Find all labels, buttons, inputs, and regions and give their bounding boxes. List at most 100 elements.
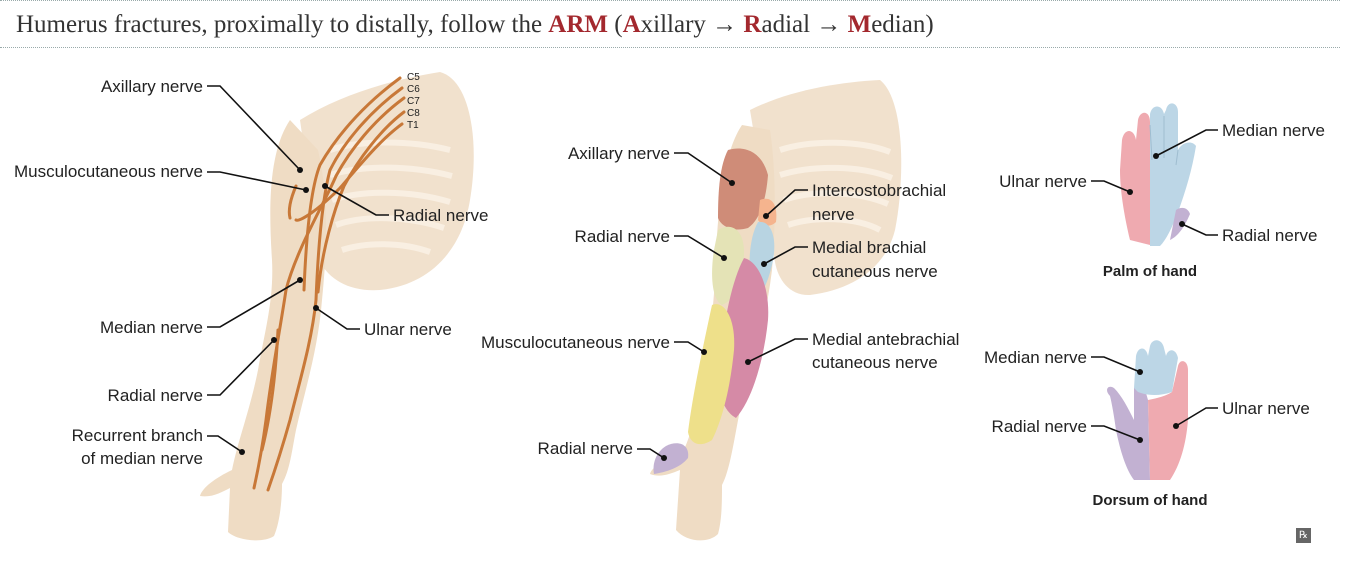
p2-axillary-label: Axillary nerve	[568, 144, 670, 163]
p1-radial-upper-label: Radial nerve	[393, 206, 488, 225]
p2-medial-brachial-leader	[763, 246, 808, 265]
dorsum-radial-label: Radial nerve	[992, 417, 1087, 436]
p1-median-leader	[207, 279, 301, 328]
title-arm-mnemonic: ARM	[548, 11, 609, 38]
panel-arm-nerves: C5 C6 C7 C8 T1 Axillary nerve Musculocut…	[14, 72, 488, 541]
p1-musculocutaneous-dot	[303, 187, 309, 193]
p1-radial-lower-leader	[207, 339, 275, 396]
dorsum-median-dot	[1137, 369, 1143, 375]
palm-radial-dot	[1179, 221, 1185, 227]
title-radial: adial	[761, 11, 811, 38]
p2-radial-upper-leader	[674, 235, 725, 259]
p2-intercosto-label-line2: nerve	[812, 205, 855, 224]
p2-medial-brachial-label-line2: cutaneous nerve	[812, 262, 938, 281]
p1-axillary-label: Axillary nerve	[101, 77, 203, 96]
panel-arm-dermatomes: Axillary nerve Radial nerve Musculocutan…	[481, 80, 959, 541]
palm-caption: Palm of hand	[1103, 263, 1197, 280]
p1-median-dot	[297, 277, 303, 283]
nerve-paths-left	[252, 76, 406, 492]
p2-medial-antebrachial-dot	[745, 359, 751, 365]
title-prefix: Humerus fractures, proximally to distall…	[16, 11, 549, 38]
panel-dorsum: Median nerve Radial nerve Ulnar nerve Do…	[984, 340, 1310, 509]
palm-radial-label: Radial nerve	[1222, 226, 1317, 245]
palm-ulnar-leader	[1091, 180, 1131, 193]
title-arrow-1: →	[705, 11, 744, 38]
p1-axillary-leader	[207, 85, 301, 171]
palm-median-dot	[1153, 153, 1159, 159]
p2-medial-antebrachial-label-line1: Medial antebrachial	[812, 330, 959, 349]
panel-palm: Ulnar nerve Median nerve Radial nerve Pa…	[999, 103, 1325, 280]
root-c7-label: C7	[407, 96, 420, 107]
palm-radial-leader	[1181, 223, 1218, 236]
title-axillary: xillary	[640, 11, 706, 38]
p1-recurrent-label-line2: of median nerve	[81, 449, 203, 468]
p2-intercosto-dot	[763, 213, 769, 219]
title-paren-open: (	[608, 11, 623, 38]
dorsum-ulnar-dot	[1173, 423, 1179, 429]
torso-shape-right	[750, 80, 902, 296]
p2-radial-lower-dot	[661, 455, 667, 461]
p1-radial-lower-dot	[271, 337, 277, 343]
title-paren-close: )	[925, 11, 934, 38]
p1-ulnar-label: Ulnar nerve	[364, 320, 452, 339]
zone-medial-antebrachial	[718, 258, 769, 418]
p2-musculocutaneous-leader	[674, 341, 705, 353]
title-letter-m: M	[847, 11, 872, 38]
palm-ulnar-label: Ulnar nerve	[999, 172, 1087, 191]
dorsum-median-leader	[1091, 356, 1141, 373]
palm-median-leader	[1155, 129, 1218, 157]
title-arrow-2: →	[810, 11, 848, 38]
p2-radial-lower-leader	[637, 448, 665, 459]
ribcage-left	[329, 139, 453, 255]
p2-radial-lower-label: Radial nerve	[538, 439, 633, 458]
palm-median-label: Median nerve	[1222, 121, 1325, 140]
dorsum-zone-median	[1134, 340, 1178, 395]
dorsum-median-label: Median nerve	[984, 348, 1087, 367]
dorsum-ulnar-leader	[1175, 407, 1218, 427]
root-t1-label: T1	[407, 120, 419, 131]
p1-recurrent-label-line1: Recurrent branch	[72, 426, 203, 445]
zone-radial-lower	[653, 443, 689, 474]
torso-shape-left	[300, 72, 474, 291]
p2-radial-upper-label: Radial nerve	[575, 227, 670, 246]
arm-shape-left	[200, 120, 326, 541]
p2-radial-upper-dot	[721, 255, 727, 261]
root-c8-label: C8	[407, 108, 420, 119]
dorsum-radial-dot	[1137, 437, 1143, 443]
p1-ulnar-dot	[313, 305, 319, 311]
p1-recurrent-dot	[239, 449, 245, 455]
palm-ulnar-dot	[1127, 189, 1133, 195]
palm-zone-ulnar	[1120, 112, 1150, 245]
zone-axillary	[718, 148, 768, 230]
page-title: Humerus fractures, proximally to distall…	[16, 11, 934, 39]
p2-musculocutaneous-dot	[701, 349, 707, 355]
dorsum-caption: Dorsum of hand	[1093, 492, 1208, 509]
p1-musculocutaneous-label: Musculocutaneous nerve	[14, 162, 203, 181]
dorsum-zone-radial	[1107, 381, 1150, 480]
title-letter-r: R	[743, 11, 762, 38]
p1-radial-upper-leader	[324, 185, 389, 216]
p2-intercosto-leader	[765, 189, 808, 217]
zone-musculocutaneous	[688, 304, 735, 445]
palm-zone-median	[1150, 103, 1196, 246]
ribcage-right	[779, 139, 894, 233]
root-c5-label: C5	[407, 72, 420, 83]
p2-axillary-dot	[729, 180, 735, 186]
p1-recurrent-leader	[207, 435, 243, 453]
dorsum-ulnar-label: Ulnar nerve	[1222, 399, 1310, 418]
title-bar: Humerus fractures, proximally to distall…	[0, 0, 1340, 48]
p1-median-label: Median nerve	[100, 318, 203, 337]
title-median: edian	[871, 11, 926, 38]
p1-radial-lower-label: Radial nerve	[108, 386, 203, 405]
p2-intercosto-label-line1: Intercostobrachial	[812, 181, 946, 200]
p2-medial-brachial-dot	[761, 261, 767, 267]
p2-medial-brachial-label-line1: Medial brachial	[812, 238, 926, 257]
zone-intercostobrachial	[758, 198, 777, 226]
p1-axillary-dot	[297, 167, 303, 173]
p2-medial-antebrachial-label-line2: cutaneous nerve	[812, 353, 938, 372]
title-letter-a: A	[622, 11, 641, 38]
p2-musculocutaneous-label: Musculocutaneous nerve	[481, 333, 670, 352]
dorsum-zone-ulnar	[1148, 361, 1188, 480]
rx-logo-icon: ℞	[1296, 528, 1311, 543]
